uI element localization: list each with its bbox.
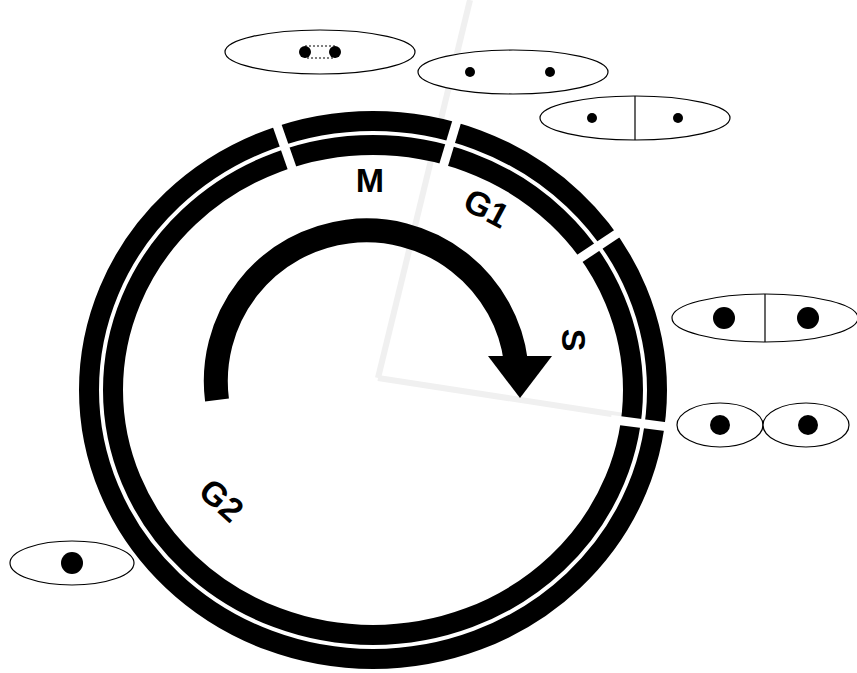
phase-label: G2 (194, 472, 250, 528)
ring-gap (274, 116, 295, 177)
ring-gap (611, 419, 675, 427)
ring-gap (572, 228, 626, 264)
phase-label: S (557, 329, 591, 352)
ring-gap (441, 112, 459, 173)
phase-label: M (356, 163, 384, 197)
